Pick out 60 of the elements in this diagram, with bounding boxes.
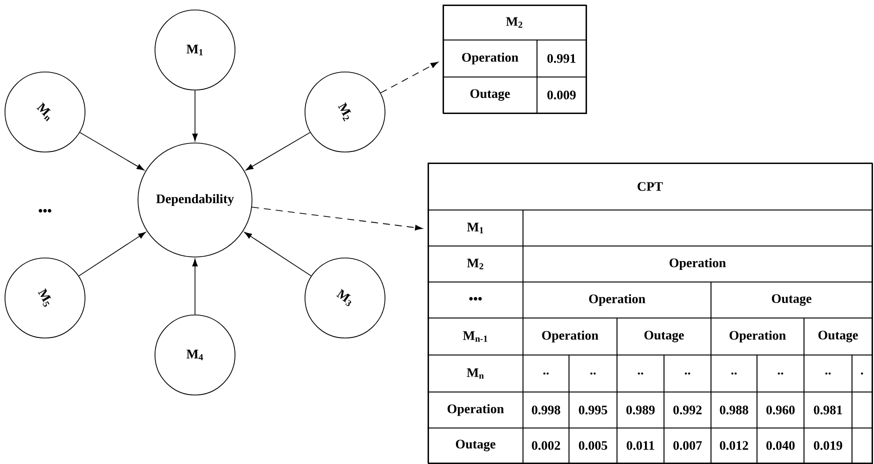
table-cell: 0.005	[568, 428, 618, 464]
table-cell: Outage	[710, 282, 872, 318]
table-cell: 0.019	[804, 428, 852, 464]
table-cell: 0.998	[522, 392, 570, 428]
table-cell: 0.992	[664, 392, 712, 428]
table	[442, 4, 587, 114]
circle-node: M$_{4}$	[154, 314, 236, 396]
table-cell: Outage	[804, 318, 872, 356]
arrow	[192, 90, 198, 142]
table-cell: ..	[756, 354, 804, 392]
table-cell: Outage	[428, 428, 524, 464]
arrow	[380, 62, 438, 94]
table-cell: M$_{2}$	[428, 246, 524, 282]
table-cell: 0.012	[710, 428, 758, 464]
table-cell: Operation	[428, 392, 524, 428]
table-cell: Operation	[710, 318, 804, 356]
table-cell: .	[852, 354, 872, 392]
table-cell: M$_{n-1}$	[428, 318, 524, 356]
arrow	[78, 232, 146, 276]
table-cell: ..	[616, 354, 664, 392]
table-cell: 0.995	[568, 392, 618, 428]
table-cell: Operation	[442, 40, 538, 78]
ellipsis-label: •••	[38, 208, 52, 212]
arrow	[246, 132, 311, 170]
table-cell: 0.981	[804, 392, 852, 428]
table-cell: ..	[522, 354, 570, 392]
table-cell: CPT	[428, 162, 872, 210]
table-cell: 0.011	[616, 428, 664, 464]
table-cell: M$_{2}$	[442, 4, 586, 40]
table-cell: Outage	[442, 76, 538, 114]
table-cell: 0.988	[710, 392, 758, 428]
table-cell: ..	[664, 354, 712, 392]
table-cell: Outage	[616, 318, 712, 356]
table-cell: 0.989	[616, 392, 664, 428]
table-cell: 0.002	[522, 428, 570, 464]
table-cell: M$_{n}$	[428, 354, 524, 392]
circle-node: M$_{5}$	[4, 258, 86, 338]
table-cell: 0.991	[536, 40, 586, 78]
table-cell: 0.040	[756, 428, 804, 464]
table-cell: ..	[804, 354, 852, 392]
arrow	[252, 206, 423, 230]
circle-node: M$_{n}$	[4, 72, 86, 152]
arrow	[79, 132, 144, 170]
table-cell: 0.960	[756, 392, 804, 428]
arrow	[244, 232, 312, 276]
table-cell: ..	[568, 354, 618, 392]
table-cell: 0.009	[536, 76, 586, 114]
table-cell: Operation	[522, 318, 618, 356]
table-cell: Operation	[522, 246, 872, 282]
table-cell: 0.007	[664, 428, 712, 464]
circle-node: Dependability	[138, 142, 252, 258]
table-cell: •••	[428, 282, 524, 318]
circle-node: M$_{1}$	[154, 10, 236, 90]
circle-node: M$_{3}$	[304, 258, 386, 338]
circle-node: M$_{2}$	[304, 72, 386, 152]
table-cell: Operation	[522, 282, 712, 318]
table-cell: ..	[710, 354, 758, 392]
table	[428, 162, 873, 464]
arrow	[192, 258, 198, 315]
table-cell: M$_{1}$	[428, 210, 524, 246]
